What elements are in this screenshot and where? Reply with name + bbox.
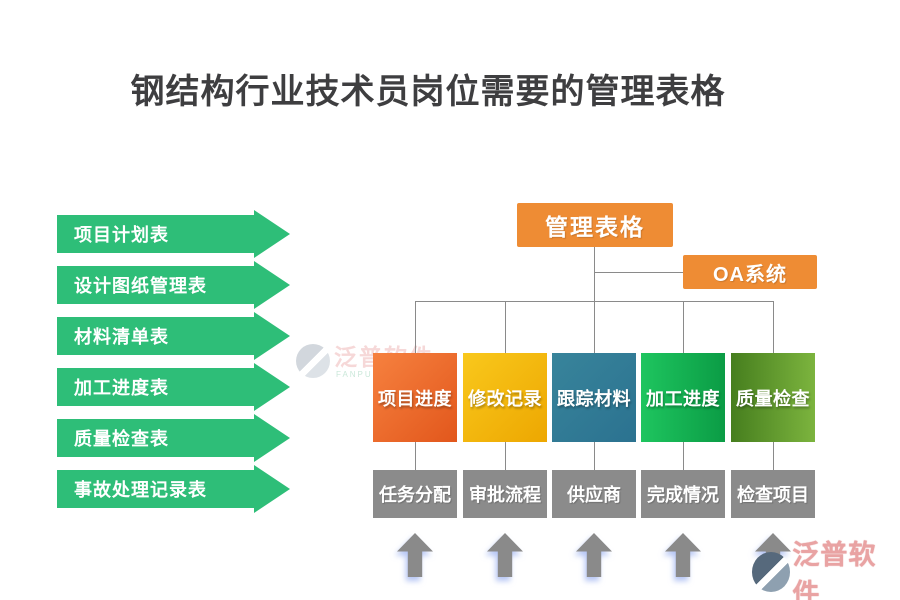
connector-sub-drop xyxy=(505,442,506,470)
left-arrow-label: 加工进度表 xyxy=(74,378,169,398)
left-arrow-item: 项目计划表 xyxy=(57,210,290,258)
brand-logo-icon xyxy=(296,344,330,378)
category-node: 加工进度 xyxy=(641,353,725,442)
category-node: 质量检查 xyxy=(731,353,815,442)
arrow-right-tip-icon xyxy=(254,261,290,309)
left-arrow-item: 材料清单表 xyxy=(57,312,290,360)
left-arrow-label: 事故处理记录表 xyxy=(74,480,207,500)
sub-node: 检查项目 xyxy=(731,470,815,518)
left-arrow-item: 加工进度表 xyxy=(57,363,290,411)
connector-sub-drop xyxy=(773,442,774,470)
arrow-right-tip-icon xyxy=(254,465,290,513)
connector-drop xyxy=(505,301,506,353)
oa-system-node: OA系统 xyxy=(683,255,817,289)
connector-root-vertical xyxy=(594,247,595,301)
connector-sub-drop xyxy=(683,442,684,470)
arrow-right-tip-icon xyxy=(254,312,290,360)
arrow-right-tip-icon xyxy=(254,363,290,411)
category-node: 修改记录 xyxy=(463,353,547,442)
left-arrow-label: 设计图纸管理表 xyxy=(74,276,207,296)
up-arrow-icon xyxy=(576,533,612,577)
left-arrow-item: 质量检查表 xyxy=(57,414,290,462)
left-arrow-label: 项目计划表 xyxy=(74,225,169,245)
sub-node: 审批流程 xyxy=(463,470,547,518)
connector-oa-branch xyxy=(594,272,683,273)
brand-name: 泛普软件 xyxy=(792,540,877,600)
brand-footer: 泛普软件 www.fanpusoft.com xyxy=(752,533,900,600)
root-node-management-tables: 管理表格 xyxy=(517,203,673,247)
connector-sub-drop xyxy=(415,442,416,470)
brand-logo-icon xyxy=(752,552,791,592)
arrow-right-tip-icon xyxy=(254,414,290,462)
connector-drop xyxy=(773,301,774,353)
left-arrow-item: 事故处理记录表 xyxy=(57,465,290,513)
sub-node: 任务分配 xyxy=(373,470,457,518)
left-arrow-label: 材料清单表 xyxy=(74,327,169,347)
arrow-right-tip-icon xyxy=(254,210,290,258)
connector-sub-drop xyxy=(594,442,595,470)
connector-drop xyxy=(683,301,684,353)
sub-node: 完成情况 xyxy=(641,470,725,518)
left-arrow-item: 设计图纸管理表 xyxy=(57,261,290,309)
connector-drop xyxy=(415,301,416,353)
category-node: 项目进度 xyxy=(373,353,457,442)
up-arrow-icon xyxy=(397,533,433,577)
sub-node: 供应商 xyxy=(552,470,636,518)
category-node: 跟踪材料 xyxy=(552,353,636,442)
page-title: 钢结构行业技术员岗位需要的管理表格 xyxy=(130,73,726,111)
connector-drop xyxy=(594,301,595,353)
up-arrow-icon xyxy=(665,533,701,577)
left-arrow-label: 质量检查表 xyxy=(74,429,169,449)
up-arrow-icon xyxy=(487,533,523,577)
